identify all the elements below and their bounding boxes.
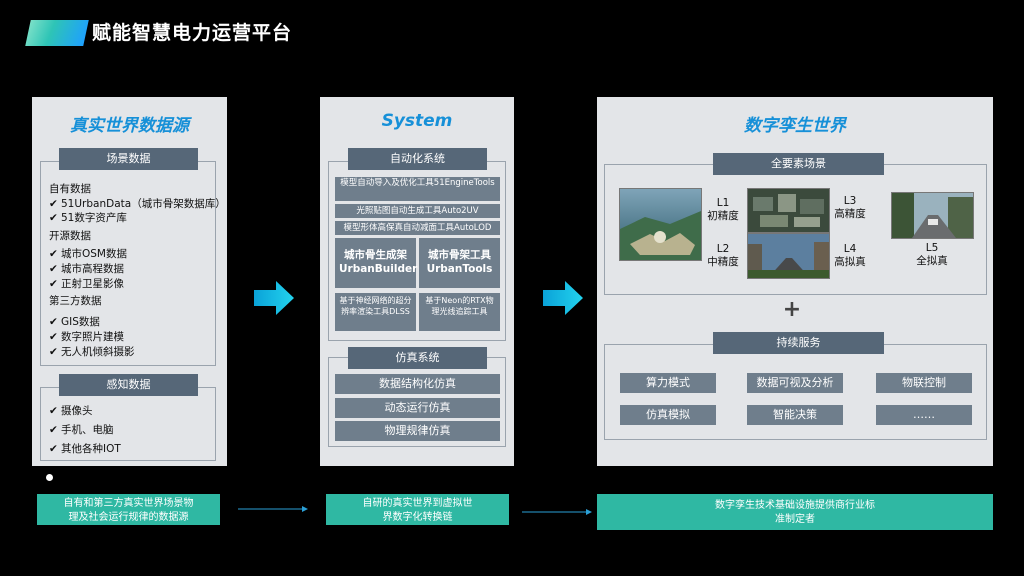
plus-icon: + bbox=[782, 297, 802, 322]
check-icon: ✔ bbox=[49, 263, 58, 275]
street-scene-thumbnail bbox=[747, 233, 830, 279]
check-icon: ✔ bbox=[49, 248, 58, 260]
sim-item: 数据结构化仿真 bbox=[335, 374, 500, 394]
check-icon: ✔ bbox=[49, 405, 58, 417]
tool-autolod: 模型形体高保真自动减面工具AutoLOD bbox=[335, 221, 500, 235]
open-item: ✔城市OSM数据 bbox=[49, 248, 127, 260]
middle-caption: 自研的真实世界到虚拟世界数字化转换链 bbox=[326, 494, 509, 525]
services-header: 持续服务 bbox=[713, 332, 884, 354]
check-icon: ✔ bbox=[49, 278, 58, 290]
third-item: ✔无人机倾斜摄影 bbox=[49, 346, 135, 358]
service-item: …… bbox=[876, 405, 972, 425]
service-item: 算力模式 bbox=[620, 373, 716, 393]
check-icon: ✔ bbox=[49, 316, 58, 328]
arrow-right-icon bbox=[543, 281, 583, 315]
urban-builder-tool: 城市骨生成架UrbanBuilder bbox=[335, 238, 417, 288]
real-world-panel: 真实世界数据源 场景数据 自有数据 ✔51UrbanData（城市骨架数据库） … bbox=[32, 97, 227, 466]
system-panel: System 自动化系统 模型自动导入及优化工具51EngineTools 光照… bbox=[320, 97, 514, 466]
scene-data-header: 场景数据 bbox=[59, 148, 198, 170]
dlss-tool: 基于神经网络的超分辨率渲染工具DLSS bbox=[335, 293, 416, 331]
city-grid-thumbnail bbox=[747, 188, 830, 233]
tool-auto2uv: 光照贴图自动生成工具Auto2UV bbox=[335, 204, 500, 218]
page-title: 赋能智慧电力运营平台 bbox=[92, 22, 293, 44]
aerial-city-thumbnail bbox=[619, 188, 702, 261]
service-item: 仿真模拟 bbox=[620, 405, 716, 425]
check-icon: ✔ bbox=[49, 424, 58, 436]
sense-item: ✔其他各种IOT bbox=[49, 443, 121, 455]
check-icon: ✔ bbox=[49, 198, 58, 210]
connector-dot bbox=[46, 474, 53, 481]
check-icon: ✔ bbox=[49, 331, 58, 343]
check-icon: ✔ bbox=[49, 346, 58, 358]
elements-header: 全要素场景 bbox=[713, 153, 884, 175]
service-item: 数据可视及分析 bbox=[747, 373, 843, 393]
open-item: ✔正射卫星影像 bbox=[49, 278, 124, 290]
left-caption: 自有和第三方真实世界场景物理及社会运行规律的数据源 bbox=[37, 494, 220, 525]
service-item: 物联控制 bbox=[876, 373, 972, 393]
system-title: System bbox=[381, 111, 453, 131]
brand-logo-mark bbox=[25, 20, 89, 46]
own-item: ✔51数字资产库 bbox=[49, 212, 127, 224]
service-item: 智能决策 bbox=[747, 405, 843, 425]
digital-twin-title: 数字孪生世界 bbox=[744, 116, 846, 136]
open-data-label: 开源数据 bbox=[49, 230, 91, 242]
third-item: ✔GIS数据 bbox=[49, 316, 100, 328]
realistic-street-thumbnail bbox=[891, 192, 974, 239]
tool-engine-tools: 模型自动导入及优化工具51EngineTools bbox=[335, 177, 500, 201]
check-icon: ✔ bbox=[49, 212, 58, 224]
sense-item: ✔摄像头 bbox=[49, 405, 93, 417]
third-data-label: 第三方数据 bbox=[49, 295, 102, 307]
sim-item: 物理规律仿真 bbox=[335, 421, 500, 441]
rtx-tool: 基于Neon的RTX物理光线追踪工具 bbox=[419, 293, 500, 331]
right-caption: 数字孪生技术基础设施提供商行业标准制定者 bbox=[597, 494, 993, 530]
sim-system-header: 仿真系统 bbox=[348, 347, 487, 369]
connector-arrow bbox=[238, 506, 308, 512]
sense-item: ✔手机、电脑 bbox=[49, 424, 114, 436]
sim-item: 动态运行仿真 bbox=[335, 398, 500, 418]
real-world-title: 真实世界数据源 bbox=[70, 116, 189, 136]
auto-system-header: 自动化系统 bbox=[348, 148, 487, 170]
arrow-right-icon bbox=[254, 281, 294, 315]
third-item: ✔数字照片建模 bbox=[49, 331, 124, 343]
connector-arrow bbox=[522, 509, 592, 515]
sense-data-header: 感知数据 bbox=[59, 374, 198, 396]
own-item: ✔51UrbanData（城市骨架数据库） bbox=[49, 198, 226, 210]
urban-tools-tool: 城市骨架工具UrbanTools bbox=[419, 238, 500, 288]
own-data-label: 自有数据 bbox=[49, 183, 91, 195]
open-item: ✔城市高程数据 bbox=[49, 263, 124, 275]
check-icon: ✔ bbox=[49, 443, 58, 455]
